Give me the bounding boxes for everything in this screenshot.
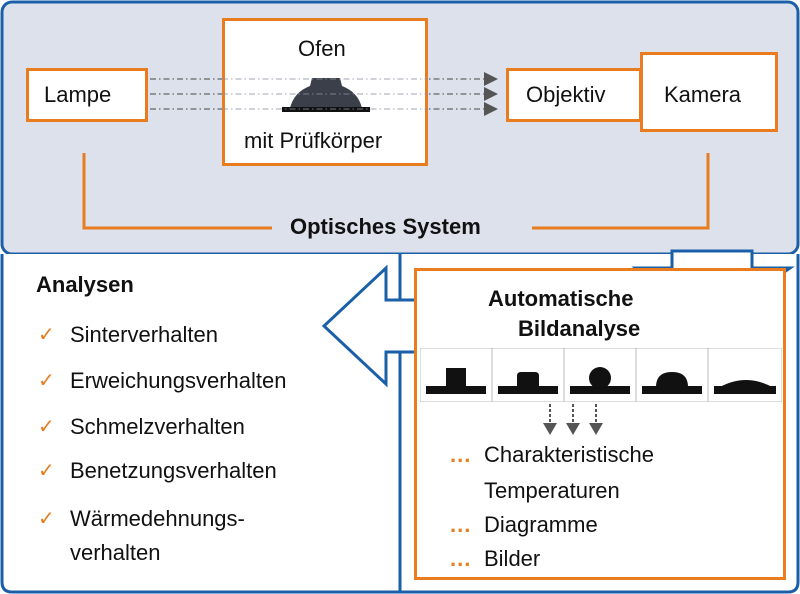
optical-system-bracket [82,153,710,230]
analysis-item-thermal-expansion-1: Wärmedehnungs- [70,506,245,531]
objective-label: Objektiv [526,82,606,107]
camera-label: Kamera [664,82,742,107]
result-images: Bilder [484,546,541,571]
check-icon: ✓ [38,508,55,530]
check-icon: ✓ [38,370,55,392]
analysis-item-melting: Schmelzverhalten [70,414,245,439]
specimen-droplet-icon [290,78,362,108]
analysis-item-wetting: Benetzungsverhalten [70,458,277,483]
check-icon: ✓ [38,324,55,346]
result-bullet: ... [450,512,472,537]
result-diagrams: Diagramme [484,512,598,537]
stage-sphere-icon [570,367,630,394]
specimen-graphic [222,78,428,112]
result-bullet: ... [450,546,472,571]
analysis-item-sinter: Sinterverhalten [70,322,218,347]
beam-arrowheads [484,72,498,116]
oven-bottom-label: mit Prüfkörper [244,128,383,153]
check-icon: ✓ [38,416,55,438]
image-analysis-title-line1: Automatische [488,286,634,311]
camera-box [640,52,778,132]
result-bullet: ... [450,442,472,467]
analysis-item-thermal-expansion-2: verhalten [70,540,161,565]
stage-hemisphere-icon [642,372,702,394]
silhouette-strip [420,348,782,402]
lamp-box [26,68,148,122]
result-arrows [543,404,603,435]
result-characteristic: Charakteristische [484,442,654,467]
stage-flattened-dome-icon [714,380,776,394]
image-analysis-title-line2: Bildanalyse [518,316,641,341]
stage-rounded-block-icon [498,372,558,394]
analyses-title: Analysen [36,272,134,297]
result-temperatures: Temperaturen [484,478,620,503]
check-icon: ✓ [38,460,55,482]
lamp-label: Lampe [44,82,112,107]
stage-rectangle-block-icon [426,368,486,394]
analysis-item-softening: Erweichungsverhalten [70,368,287,393]
oven-top-label: Ofen [298,36,346,61]
optical-system-title: Optisches System [290,214,481,239]
